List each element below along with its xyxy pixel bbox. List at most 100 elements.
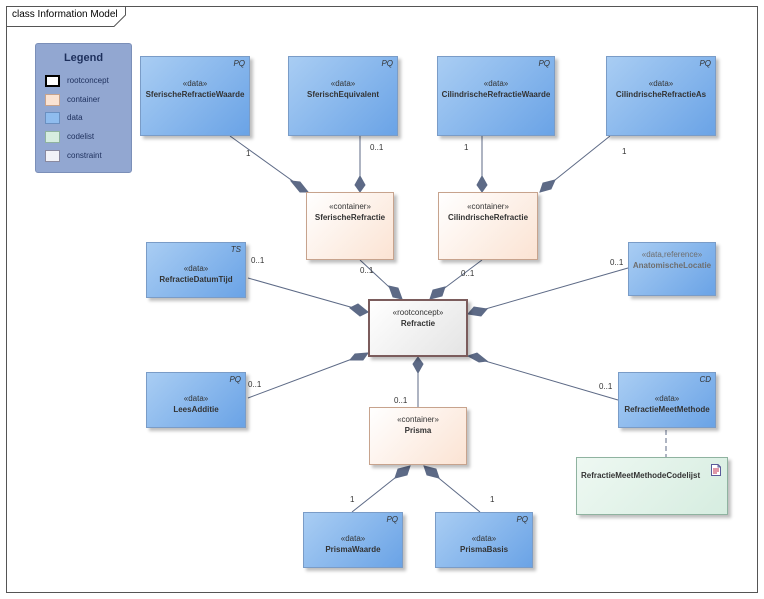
node-sferisch-equivalent[interactable]: PQ «data» SferischEquivalent <box>288 56 398 136</box>
diamond-se-sr <box>354 174 366 193</box>
node-name: CilindrischeRefractieAs <box>615 90 707 99</box>
diamond-cr-root <box>429 286 446 300</box>
node-name: LeesAdditie <box>173 405 219 414</box>
node-prisma-basis[interactable]: PQ «data» PrismaBasis <box>435 512 533 568</box>
node-prisma[interactable]: «container» Prisma <box>369 407 467 465</box>
node-type: PQ <box>381 59 393 68</box>
node-stereotype: «data» <box>340 534 366 543</box>
node-stereotype: «data» <box>471 534 497 543</box>
node-stereotype: «data» <box>330 79 356 88</box>
node-refractie-datum-tijd[interactable]: TS «data» RefractieDatumTijd <box>146 242 246 298</box>
node-type: PQ <box>229 375 241 384</box>
node-stereotype: «container» <box>467 202 509 211</box>
diamond-sr-root <box>388 285 403 300</box>
node-name: CilindrischeRefractieWaarde <box>441 90 551 99</box>
legend-swatch <box>45 131 60 143</box>
node-refractie-meet-methode[interactable]: CD «data» RefractieMeetMethode <box>618 372 716 428</box>
node-stereotype: «data,reference» <box>641 250 703 259</box>
multiplicity-label: 1 <box>350 495 355 504</box>
node-type: PQ <box>516 515 528 524</box>
node-name: PrismaBasis <box>459 545 509 554</box>
diagram-frame <box>6 6 758 593</box>
node-name: SferischEquivalent <box>306 90 380 99</box>
legend-swatch <box>45 150 60 162</box>
legend-swatch <box>45 94 60 106</box>
node-sferische-refractie[interactable]: «container» SferischeRefractie <box>306 192 394 260</box>
node-cilindrische-refractie[interactable]: «container» CilindrischeRefractie <box>438 192 538 260</box>
node-prisma-waarde[interactable]: PQ «data» PrismaWaarde <box>303 512 403 568</box>
multiplicity-label: 0..1 <box>360 266 374 275</box>
diamond-rdt-root <box>349 303 369 317</box>
node-stereotype: «container» <box>397 415 439 424</box>
node-refractie[interactable]: «rootconcept» Refractie <box>368 299 468 357</box>
multiplicity-label: 0..1 <box>248 380 262 389</box>
edge-rdt-root <box>247 277 369 313</box>
legend-title: Legend <box>63 52 104 64</box>
node-cilindrische-refractie-as[interactable]: PQ «data» CilindrischeRefractieAs <box>606 56 716 136</box>
multiplicity-label: 0..1 <box>610 258 624 267</box>
multiplicity-label: 1 <box>464 143 469 152</box>
node-name: SferischeRefractieWaarde <box>145 90 245 99</box>
multiplicity-label: 1 <box>622 147 627 156</box>
diamond-al-root <box>467 306 488 317</box>
multiplicity-label: 0..1 <box>461 269 475 278</box>
diamond-pb-pr <box>423 465 440 479</box>
multiplicity-label: 0..1 <box>251 256 265 265</box>
node-name: RefractieDatumTijd <box>159 275 233 284</box>
legend-label: container <box>67 95 100 104</box>
node-type: PQ <box>538 59 550 68</box>
diamond-cra-cr <box>539 179 556 193</box>
node-name: PrismaWaarde <box>325 545 381 554</box>
legend-label: rootconcept <box>67 76 109 85</box>
edge-la-root <box>247 352 369 399</box>
node-name: RefractieMeetMethode <box>624 405 710 414</box>
legend-label: codelist <box>67 132 95 141</box>
diagram-title: class Information Model <box>12 9 118 20</box>
diamond-rmm-root <box>466 352 489 363</box>
node-name: CilindrischeRefractie <box>447 213 529 222</box>
node-type: TS <box>230 245 241 254</box>
multiplicity-label: 1 <box>246 149 251 158</box>
diamond-crw-cr <box>476 174 488 193</box>
node-stereotype: «data» <box>183 394 209 403</box>
legend-swatch <box>45 112 60 124</box>
node-stereotype: «data» <box>183 264 209 273</box>
node-type: PQ <box>386 515 398 524</box>
diamond-srw-sr <box>289 180 310 193</box>
node-sferische-refractie-waarde[interactable]: PQ «data» SferischeRefractieWaarde <box>140 56 250 136</box>
node-cilindrische-refractie-waarde[interactable]: PQ «data» CilindrischeRefractieWaarde <box>437 56 555 136</box>
multiplicity-label: 0..1 <box>599 382 613 391</box>
diamond-pr-root <box>412 356 424 375</box>
node-type: PQ <box>699 59 711 68</box>
edge-rmm-root <box>467 355 619 401</box>
node-type: CD <box>699 375 711 384</box>
node-anatomische-locatie[interactable]: «data,reference» AnatomischeLocatie <box>628 242 716 296</box>
node-name: RefractieMeetMethodeCodelijst <box>581 471 701 480</box>
node-name: SferischeRefractie <box>314 213 386 222</box>
node-stereotype: «data» <box>654 394 680 403</box>
node-name: Refractie <box>400 319 436 328</box>
node-name: Prisma <box>404 426 432 435</box>
legend-swatch <box>45 75 60 87</box>
multiplicity-label: 0..1 <box>394 396 408 405</box>
node-stereotype: «container» <box>329 202 371 211</box>
diamond-la-root <box>348 352 370 361</box>
node-stereotype: «rootconcept» <box>392 308 444 317</box>
node-stereotype: «data» <box>182 79 208 88</box>
node-name: AnatomischeLocatie <box>632 261 712 270</box>
node-lees-additie[interactable]: PQ «data» LeesAdditie <box>146 372 246 428</box>
node-type: PQ <box>233 59 245 68</box>
diamond-pw-pr <box>394 465 411 479</box>
multiplicity-label: 0..1 <box>370 143 384 152</box>
node-stereotype: «data» <box>648 79 674 88</box>
edge-al-root <box>467 267 629 315</box>
document-icon <box>711 464 721 476</box>
legend-label: constraint <box>67 151 102 160</box>
node-refractie-meet-methode-codelijst[interactable]: RefractieMeetMethodeCodelijst <box>576 457 728 515</box>
title-tab-outline <box>6 6 126 27</box>
legend-label: data <box>67 113 83 122</box>
multiplicity-label: 1 <box>490 495 495 504</box>
node-stereotype: «data» <box>483 79 509 88</box>
legend: Legend rootconcept container data codeli… <box>35 43 132 173</box>
